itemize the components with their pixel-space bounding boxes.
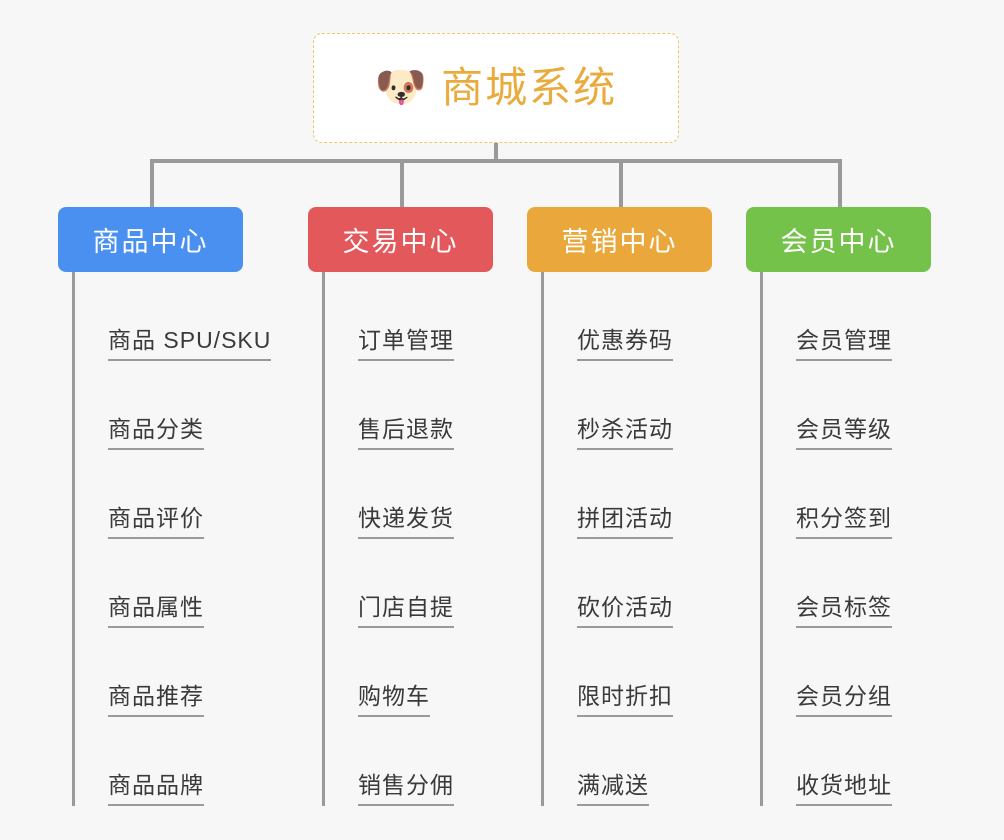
category-box-product[interactable]: 商品中心 bbox=[58, 207, 243, 272]
list-item[interactable]: 砍价活动 bbox=[544, 539, 712, 628]
category-column-trade: 交易中心 订单管理 售后退款 快递发货 门店自提 购物车 销售分佣 bbox=[308, 207, 493, 806]
leaf-label: 秒杀活动 bbox=[577, 416, 673, 450]
list-item[interactable]: 商品品牌 bbox=[75, 717, 271, 806]
list-item[interactable]: 购物车 bbox=[325, 628, 493, 717]
connector-horizontal-bus bbox=[150, 159, 840, 163]
list-item[interactable]: 收货地址 bbox=[763, 717, 931, 806]
list-item[interactable]: 订单管理 bbox=[325, 272, 493, 361]
leaf-label: 快递发货 bbox=[358, 505, 454, 539]
list-item[interactable]: 秒杀活动 bbox=[544, 361, 712, 450]
category-box-member[interactable]: 会员中心 bbox=[746, 207, 931, 272]
list-item[interactable]: 会员分组 bbox=[763, 628, 931, 717]
category-label: 商品中心 bbox=[92, 227, 209, 257]
category-box-trade[interactable]: 交易中心 bbox=[308, 207, 493, 272]
leaf-label: 购物车 bbox=[358, 683, 430, 717]
list-item[interactable]: 快递发货 bbox=[325, 450, 493, 539]
leaf-label: 售后退款 bbox=[358, 416, 454, 450]
category-box-marketing[interactable]: 营销中心 bbox=[527, 207, 712, 272]
leaf-list-product: 商品 SPU/SKU 商品分类 商品评价 商品属性 商品推荐 商品品牌 bbox=[72, 272, 272, 806]
connector-drop-4 bbox=[838, 159, 842, 207]
list-item[interactable]: 商品 SPU/SKU bbox=[75, 272, 272, 361]
list-item[interactable]: 会员管理 bbox=[763, 272, 931, 361]
leaf-label: 销售分佣 bbox=[358, 772, 454, 806]
leaf-label: 砍价活动 bbox=[577, 594, 673, 628]
category-column-product: 商品中心 商品 SPU/SKU 商品分类 商品评价 商品属性 商品推荐 商品品牌 bbox=[58, 207, 272, 806]
list-item[interactable]: 售后退款 bbox=[325, 361, 493, 450]
leaf-label: 商品属性 bbox=[108, 594, 204, 628]
leaf-label: 限时折扣 bbox=[577, 683, 673, 717]
connector-drop-1 bbox=[150, 159, 154, 207]
list-item[interactable]: 商品属性 bbox=[75, 539, 271, 628]
list-item[interactable]: 满减送 bbox=[544, 717, 712, 806]
leaf-label: 会员标签 bbox=[796, 594, 892, 628]
list-item[interactable]: 会员标签 bbox=[763, 539, 931, 628]
list-item[interactable]: 积分签到 bbox=[763, 450, 931, 539]
leaf-list-marketing: 优惠券码 秒杀活动 拼团活动 砍价活动 限时折扣 满减送 bbox=[541, 272, 712, 806]
leaf-label: 商品推荐 bbox=[108, 683, 204, 717]
category-column-member: 会员中心 会员管理 会员等级 积分签到 会员标签 会员分组 收货地址 bbox=[746, 207, 931, 806]
root-title: 商城系统 bbox=[441, 64, 618, 111]
leaf-label: 会员等级 bbox=[796, 416, 892, 450]
list-item[interactable]: 商品评价 bbox=[75, 450, 271, 539]
list-item[interactable]: 门店自提 bbox=[325, 539, 493, 628]
leaf-label: 收货地址 bbox=[796, 772, 892, 806]
list-item[interactable]: 商品推荐 bbox=[75, 628, 271, 717]
list-item[interactable]: 销售分佣 bbox=[325, 717, 493, 806]
leaf-label: 优惠券码 bbox=[577, 327, 673, 361]
leaf-label: 商品评价 bbox=[108, 505, 204, 539]
leaf-label: 拼团活动 bbox=[577, 505, 673, 539]
list-item[interactable]: 商品分类 bbox=[75, 361, 271, 450]
category-label: 交易中心 bbox=[342, 227, 459, 257]
root-node[interactable]: 🐶 商城系统 bbox=[313, 33, 679, 143]
leaf-list-member: 会员管理 会员等级 积分签到 会员标签 会员分组 收货地址 bbox=[760, 272, 931, 806]
category-column-marketing: 营销中心 优惠券码 秒杀活动 拼团活动 砍价活动 限时折扣 满减送 bbox=[527, 207, 712, 806]
list-item[interactable]: 限时折扣 bbox=[544, 628, 712, 717]
connector-drop-2 bbox=[400, 159, 404, 207]
category-label: 营销中心 bbox=[561, 227, 678, 257]
leaf-label: 会员分组 bbox=[796, 683, 892, 717]
category-label: 会员中心 bbox=[780, 227, 897, 257]
list-item[interactable]: 优惠券码 bbox=[544, 272, 712, 361]
connector-root-stem bbox=[494, 143, 498, 161]
leaf-label: 订单管理 bbox=[358, 327, 454, 361]
leaf-label: 会员管理 bbox=[796, 327, 892, 361]
leaf-label: 商品品牌 bbox=[108, 772, 204, 806]
list-item[interactable]: 会员等级 bbox=[763, 361, 931, 450]
leaf-label: 积分签到 bbox=[796, 505, 892, 539]
list-item[interactable]: 拼团活动 bbox=[544, 450, 712, 539]
dog-face-icon: 🐶 bbox=[374, 63, 428, 110]
leaf-list-trade: 订单管理 售后退款 快递发货 门店自提 购物车 销售分佣 bbox=[322, 272, 493, 806]
leaf-label: 门店自提 bbox=[358, 594, 454, 628]
connector-drop-3 bbox=[619, 159, 623, 207]
leaf-label: 商品分类 bbox=[108, 416, 204, 450]
leaf-label: 满减送 bbox=[577, 772, 649, 806]
leaf-label: 商品 SPU/SKU bbox=[108, 327, 272, 361]
